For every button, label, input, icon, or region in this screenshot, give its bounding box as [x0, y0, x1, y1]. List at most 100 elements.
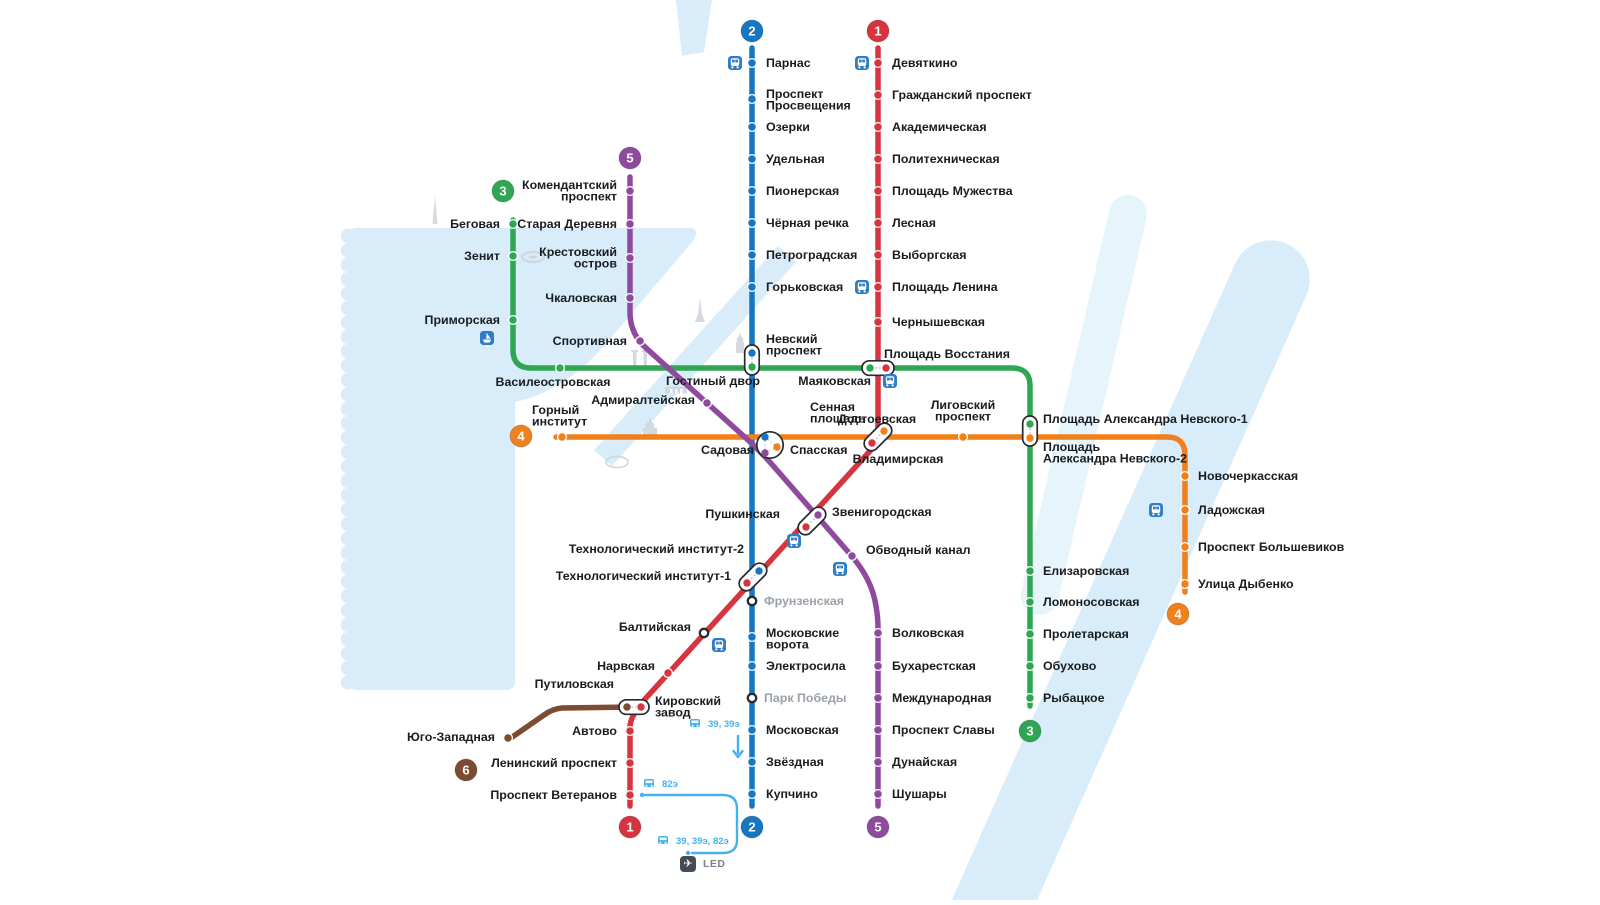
- station-3-41-label[interactable]: Гостиный двор: [666, 374, 760, 388]
- station-1-13-dot[interactable]: [698, 627, 710, 639]
- station-2-21-label[interactable]: Озерки: [766, 120, 810, 134]
- station-2-30-label[interactable]: Фрунзенская: [764, 594, 844, 608]
- station-2-19-label[interactable]: Парнас: [766, 56, 811, 70]
- station-5-61-dot[interactable]: [624, 292, 636, 304]
- station-1-16-dot[interactable]: [624, 725, 636, 737]
- station-1-5-label[interactable]: Лесная: [892, 216, 936, 230]
- station-5-71-label[interactable]: Дунайская: [892, 755, 957, 769]
- station-5-69-dot[interactable]: [872, 692, 884, 704]
- station-1-10-label[interactable]: Владимирская: [853, 452, 944, 466]
- station-5-59-dot[interactable]: [624, 218, 636, 230]
- station-1-3-dot[interactable]: [872, 153, 884, 165]
- station-1-1-dot[interactable]: [872, 89, 884, 101]
- station-3-47-dot[interactable]: [1024, 660, 1036, 672]
- station-2-25-label[interactable]: Петроградская: [766, 248, 857, 262]
- station-5-58-dot[interactable]: [624, 185, 636, 197]
- station-5-68-dot[interactable]: [872, 660, 884, 672]
- station-5-63-dot[interactable]: [701, 397, 713, 409]
- station-2-35-label[interactable]: Звёздная: [766, 755, 824, 769]
- station-2-23-label[interactable]: Пионерская: [766, 184, 839, 198]
- station-4-54-dot[interactable]: [1179, 470, 1191, 482]
- station-5-63-label[interactable]: Адмиралтейская: [591, 393, 695, 407]
- station-2-25-dot[interactable]: [746, 249, 758, 261]
- station-4-56-label[interactable]: Проспект Большевиков: [1198, 540, 1345, 554]
- station-5-66-label[interactable]: Обводный канал: [866, 543, 970, 557]
- station-1-6-label[interactable]: Выборгская: [892, 248, 967, 262]
- station-6-73-label[interactable]: Юго-Западная: [407, 730, 495, 744]
- station-1-13-label[interactable]: Балтийская: [619, 620, 691, 634]
- station-5-68-label[interactable]: Бухарестская: [892, 659, 976, 673]
- station-5-60-dot[interactable]: [624, 252, 636, 264]
- station-4-54-label[interactable]: Новочеркасская: [1198, 469, 1298, 483]
- station-5-67-dot[interactable]: [872, 627, 884, 639]
- station-2-36-dot[interactable]: [746, 788, 758, 800]
- station-3-47-label[interactable]: Обухово: [1043, 659, 1097, 673]
- station-1-18-label[interactable]: Проспект Ветеранов: [490, 788, 617, 802]
- station-2-34-label[interactable]: Московская: [766, 723, 839, 737]
- transfer-tekhnologichesky-institut[interactable]: [736, 560, 770, 594]
- station-3-42-label[interactable]: Маяковская: [798, 374, 871, 388]
- station-1-6-dot[interactable]: [872, 249, 884, 261]
- station-6-73-dot[interactable]: [502, 732, 514, 744]
- station-2-21-dot[interactable]: [746, 121, 758, 133]
- station-1-8-dot[interactable]: [872, 316, 884, 328]
- station-2-24-label[interactable]: Чёрная речка: [766, 216, 849, 230]
- station-1-4-dot[interactable]: [872, 185, 884, 197]
- station-1-18-dot[interactable]: [624, 789, 636, 801]
- station-5-59-label[interactable]: Старая Деревня: [517, 217, 617, 231]
- station-2-24-dot[interactable]: [746, 217, 758, 229]
- station-1-17-label[interactable]: Ленинский проспект: [491, 756, 617, 770]
- station-3-37-label[interactable]: Беговая: [450, 217, 500, 231]
- station-2-26-label[interactable]: Горьковская: [766, 280, 843, 294]
- station-1-8-label[interactable]: Чернышевская: [892, 315, 985, 329]
- station-1-3-label[interactable]: Политехническая: [892, 152, 1000, 166]
- station-4-55-label[interactable]: Ладожская: [1198, 503, 1265, 517]
- station-2-22-dot[interactable]: [746, 153, 758, 165]
- station-5-62-label[interactable]: Спортивная: [553, 334, 627, 348]
- station-3-46-dot[interactable]: [1024, 628, 1036, 640]
- transfer-dostoevskaya--vladimirskaya[interactable]: [861, 420, 895, 454]
- station-3-43-label[interactable]: Площадь Александра Невского-1: [1043, 412, 1248, 426]
- transfer-ploshchad-alexandra-nevskogo[interactable]: [1021, 415, 1039, 447]
- station-2-33-dot[interactable]: [746, 692, 758, 704]
- station-1-5-dot[interactable]: [872, 217, 884, 229]
- station-3-38-label[interactable]: Зенит: [464, 249, 500, 263]
- station-3-38-dot[interactable]: [507, 250, 519, 262]
- station-1-2-label[interactable]: Академическая: [892, 120, 987, 134]
- station-1-0-label[interactable]: Девяткино: [892, 56, 958, 70]
- station-1-1-label[interactable]: Гражданский проспект: [892, 88, 1032, 102]
- station-2-36-label[interactable]: Купчино: [766, 787, 818, 801]
- transfer-nevsky-prospekt--gostiny-dvor[interactable]: [743, 344, 761, 376]
- transfer-stations[interactable]: [618, 344, 1039, 716]
- station-3-45-dot[interactable]: [1024, 596, 1036, 608]
- station-2-31-dot[interactable]: [746, 631, 758, 643]
- station-2-34-dot[interactable]: [746, 724, 758, 736]
- station-2-32-dot[interactable]: [746, 660, 758, 672]
- station-1-4-label[interactable]: Площадь Мужества: [892, 184, 1013, 198]
- station-3-39-label[interactable]: Приморская: [425, 313, 500, 327]
- station-4-49-dot[interactable]: [556, 431, 568, 443]
- transfer-ploshchad-vosstaniya--mayakovskaya[interactable]: [861, 359, 895, 377]
- station-5-65-label[interactable]: Звенигородская: [832, 505, 932, 519]
- station-5-64-label[interactable]: Садовая: [701, 443, 754, 457]
- station-4-50-label[interactable]: Спасская: [790, 443, 847, 457]
- station-4-52-dot[interactable]: [957, 431, 969, 443]
- station-3-46-label[interactable]: Пролетарская: [1043, 627, 1129, 641]
- station-5-61-label[interactable]: Чкаловская: [545, 291, 617, 305]
- station-3-40-dot[interactable]: [554, 362, 566, 374]
- station-5-62-dot[interactable]: [634, 335, 646, 347]
- station-1-9-label[interactable]: Площадь Восстания: [884, 347, 1010, 361]
- station-4-57-label[interactable]: Улица Дыбенко: [1198, 577, 1294, 591]
- station-2-23-dot[interactable]: [746, 185, 758, 197]
- station-3-45-label[interactable]: Ломоносовская: [1043, 595, 1140, 609]
- station-1-0-dot[interactable]: [872, 57, 884, 69]
- station-4-56-dot[interactable]: [1179, 541, 1191, 553]
- station-3-48-dot[interactable]: [1024, 692, 1036, 704]
- station-3-39-dot[interactable]: [507, 314, 519, 326]
